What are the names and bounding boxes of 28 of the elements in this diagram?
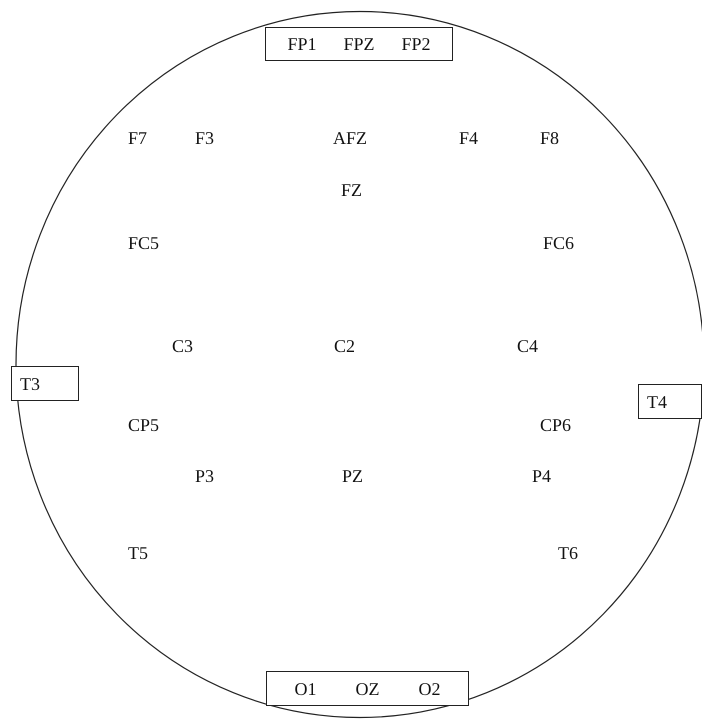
electrode-label: P4	[532, 467, 552, 485]
electrode-label: F3	[195, 129, 214, 147]
electrode-label: FP2	[401, 35, 431, 53]
electrode-label: P3	[195, 467, 214, 485]
electrode-label: OZ	[356, 680, 380, 698]
electrode-label: FC6	[543, 234, 574, 252]
electrode-label: FP1	[287, 35, 317, 53]
electrode-label: PZ	[342, 467, 364, 485]
electrode-label: FC5	[128, 234, 160, 252]
electrode-label: CP6	[540, 416, 572, 434]
electrode-label: C3	[172, 337, 194, 355]
electrode-label: F8	[540, 129, 560, 147]
electrode-label: T4	[647, 392, 667, 410]
electrode-label: T3	[20, 374, 40, 392]
electrode-label: C4	[517, 337, 538, 355]
electrode-label: F4	[459, 129, 478, 147]
electrode-label: O1	[294, 680, 316, 698]
electrode-label: FZ	[341, 181, 362, 199]
electrode-label: C2	[334, 337, 356, 355]
electrode-label: F7	[128, 129, 148, 147]
head-outline	[15, 11, 702, 718]
electrode-label: AFZ	[333, 129, 368, 147]
electrode-label: O2	[418, 680, 440, 698]
electrode-label: T5	[128, 544, 148, 562]
electrode-label: FPZ	[343, 35, 375, 53]
electrode-group-box	[11, 366, 79, 401]
electrode-label: CP5	[128, 416, 160, 434]
electrode-label: T6	[558, 544, 578, 562]
